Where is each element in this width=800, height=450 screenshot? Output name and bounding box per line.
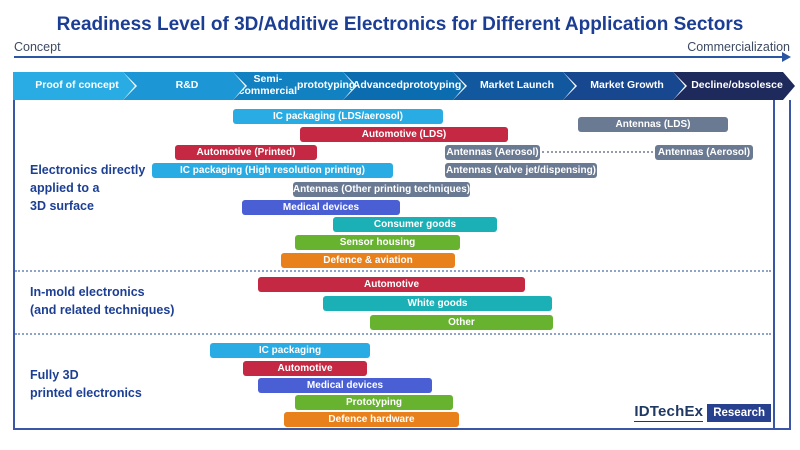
- stage-market-growth: Market Growth: [563, 72, 685, 100]
- bar-antennas-aerosol-: Antennas (Aerosol): [445, 145, 540, 160]
- section-separator-0: [15, 270, 771, 272]
- bar-antennas-valve-jet-dispensing-: Antennas (valve jet/dispensing): [445, 163, 597, 178]
- bar-ic-packaging-high-resolution-printing-: IC packaging (High resolution printing): [152, 163, 393, 178]
- bar-antennas-lds-: Antennas (LDS): [578, 117, 728, 132]
- bar-defence-hardware: Defence hardware: [284, 412, 459, 427]
- idtechex-logo-research-badge: Research: [707, 403, 771, 422]
- bar-defence-aviation: Defence & aviation: [281, 253, 455, 268]
- bar-white-goods: White goods: [323, 296, 552, 311]
- stage-decline-obsolesce: Decline/obsolesce: [673, 72, 795, 100]
- bar-other: Other: [370, 315, 553, 330]
- bar-medical-devices: Medical devices: [242, 200, 400, 215]
- axis-label-commercialization: Commercialization: [687, 40, 790, 54]
- idtechex-logo: IDTechEx Research: [634, 403, 771, 422]
- commercialization-guide-line: [773, 100, 775, 430]
- bar-medical-devices: Medical devices: [258, 378, 432, 393]
- chart-title: Readiness Level of 3D/Additive Electroni…: [56, 14, 744, 35]
- bar-sensor-housing: Sensor housing: [295, 235, 460, 250]
- bar-antennas-other-printing-techniques-: Antennas (Other printing techniques): [292, 182, 471, 197]
- bar-consumer-goods: Consumer goods: [333, 217, 497, 232]
- bar-ic-packaging: IC packaging: [210, 343, 370, 358]
- section-separator-1: [15, 333, 771, 335]
- readiness-axis-line: [14, 56, 784, 58]
- axis-label-concept: Concept: [14, 40, 61, 54]
- bar-automotive-lds-: Automotive (LDS): [300, 127, 508, 142]
- idtechex-logo-brand: IDTechEx: [634, 403, 704, 422]
- aerosol-dotted-connector: [542, 151, 653, 153]
- bar-ic-packaging-lds-aerosol-: IC packaging (LDS/aerosol): [233, 109, 443, 124]
- bar-automotive: Automotive: [243, 361, 367, 376]
- section-label-1: In-mold electronics(and related techniqu…: [30, 285, 175, 317]
- chart-frame-border: [13, 100, 791, 430]
- axis-arrowhead-icon: [782, 52, 791, 62]
- stage-market-launch: Market Launch: [453, 72, 575, 100]
- bar-automotive-printed-: Automotive (Printed): [175, 145, 317, 160]
- bar-prototyping: Prototyping: [295, 395, 453, 410]
- stage-proof-of-concept: Proof of concept: [13, 72, 135, 100]
- stage-r-d: R&D: [123, 72, 245, 100]
- bar-automotive: Automotive: [258, 277, 525, 292]
- bar-antennas-aerosol-: Antennas (Aerosol): [655, 145, 753, 160]
